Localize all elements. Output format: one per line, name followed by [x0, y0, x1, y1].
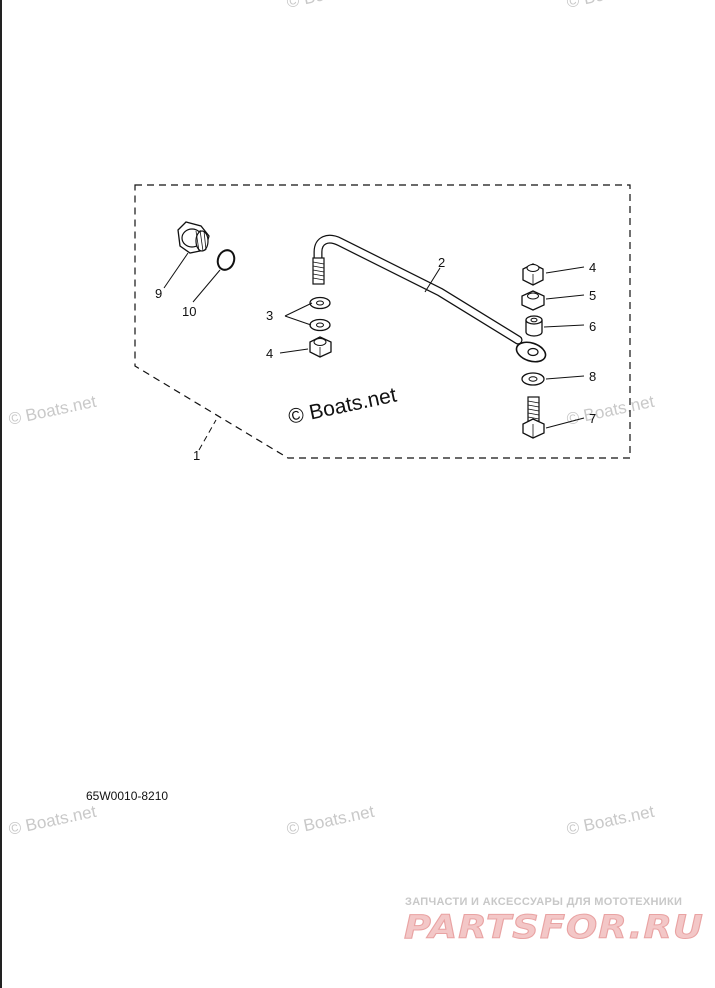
brand-footer: ЗАПЧАСТИ И АКСЕССУАРЫ ДЛЯ МОТОТЕХНИКИ PA… — [404, 896, 704, 947]
watermark-main: © Boats.net — [286, 383, 399, 428]
part-3-washers — [309, 296, 331, 332]
catalog-code: 65W0010-8210 — [86, 789, 168, 803]
callout-5: 5 — [589, 288, 596, 303]
callout-7: 7 — [589, 411, 596, 426]
callout-4-left: 4 — [266, 346, 273, 361]
part-5-nut — [521, 290, 545, 311]
part-6-collar — [525, 315, 543, 337]
watermark-bottom-center: © Boats.net — [285, 802, 376, 839]
leader-lines — [163, 252, 585, 451]
callout-10: 10 — [182, 304, 196, 319]
part-8-washer — [521, 372, 545, 386]
watermark-mid-left: © Boats.net — [7, 392, 98, 429]
part-9-cap-nut — [177, 221, 210, 254]
callout-8: 8 — [589, 369, 596, 384]
watermark-mid-right: © Boats.net — [565, 392, 656, 429]
watermark-top-right: © Boats.net — [565, 0, 656, 12]
part-4-lock-nut-right — [522, 263, 544, 286]
brand-logo: PARTSFOR.RU — [404, 908, 704, 946]
callout-3: 3 — [266, 308, 273, 323]
watermark-top-center: © Boats.net — [285, 0, 376, 12]
watermark-bottom-left: © Boats.net — [7, 802, 98, 839]
callout-4-right: 4 — [589, 260, 596, 275]
watermark-bottom-right: © Boats.net — [565, 802, 656, 839]
part-10-o-ring — [216, 249, 236, 271]
callout-2: 2 — [438, 255, 445, 270]
callout-1: 1 — [193, 448, 200, 463]
page-left-border — [0, 0, 2, 988]
callout-9: 9 — [155, 286, 162, 301]
part-7-bolt — [522, 396, 545, 439]
part-2-link-rod — [312, 234, 547, 363]
brand-tagline: ЗАПЧАСТИ И АКСЕССУАРЫ ДЛЯ МОТОТЕХНИКИ — [405, 896, 682, 908]
callout-6: 6 — [589, 319, 596, 334]
kit-boundary — [134, 184, 631, 459]
callout-numbers: 1 2 3 4 4 5 6 7 8 9 10 — [155, 255, 596, 463]
part-4-lock-nut-left — [309, 336, 332, 358]
